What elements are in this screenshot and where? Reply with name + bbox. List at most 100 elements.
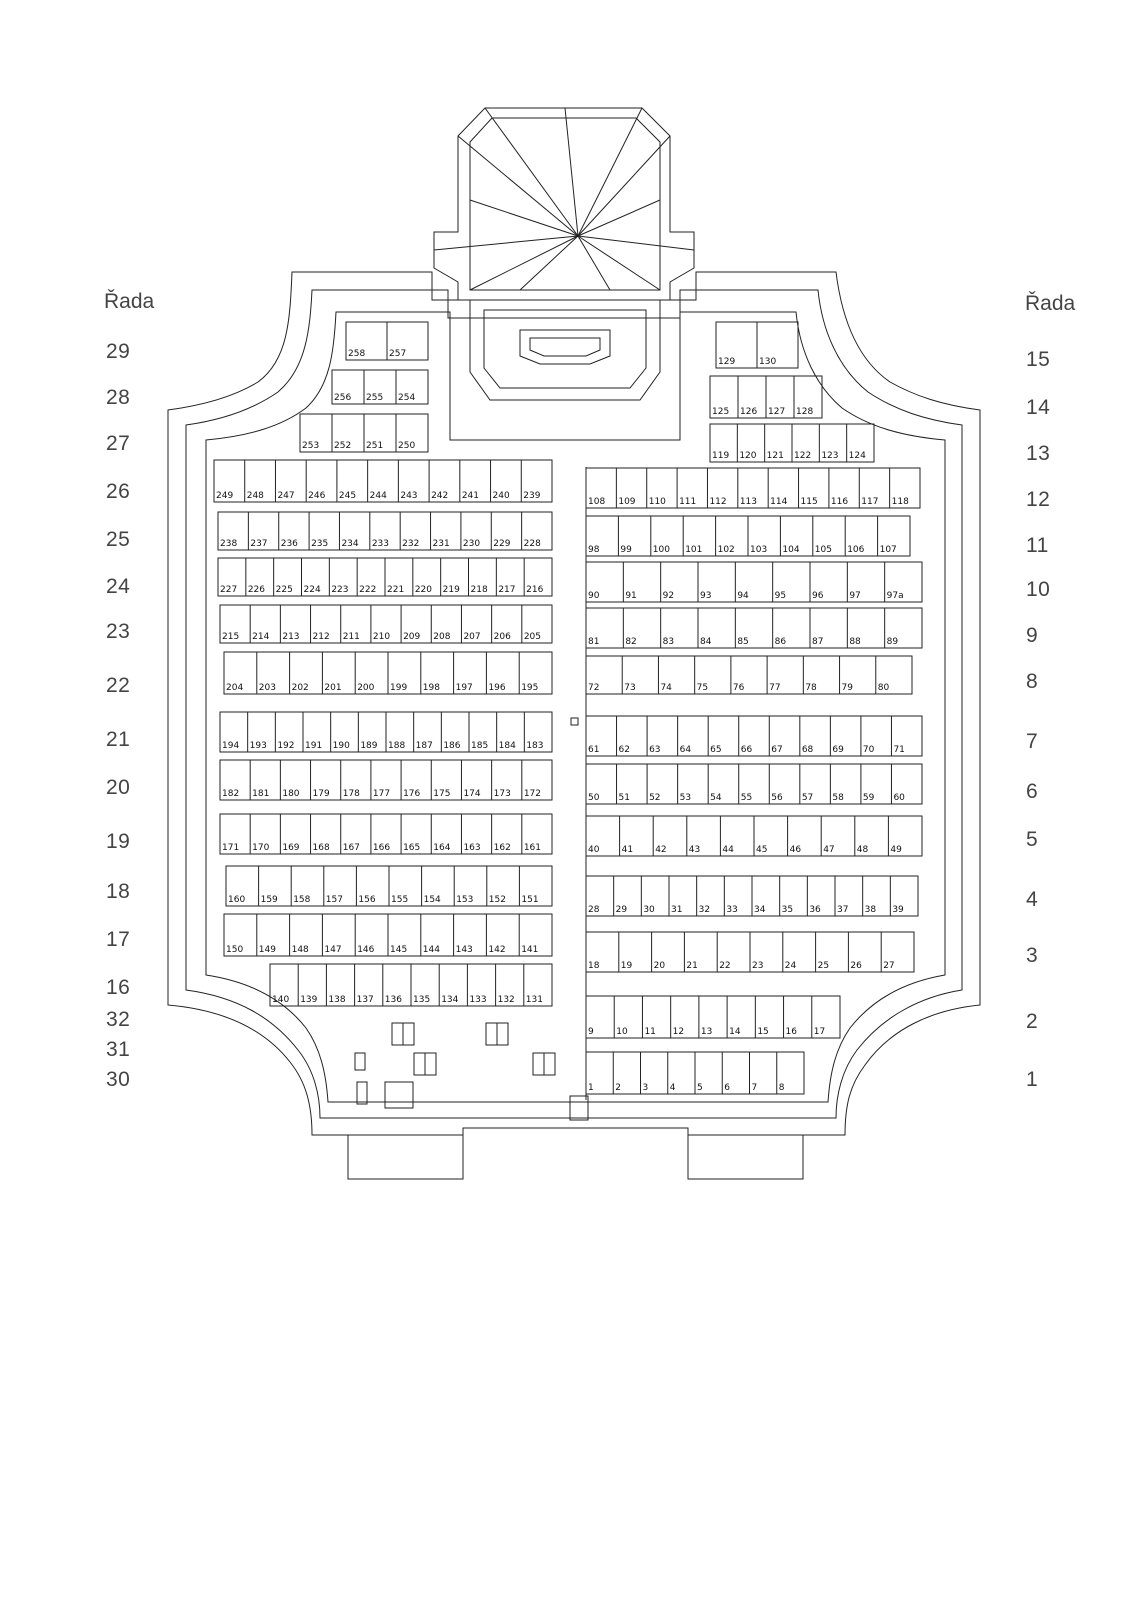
plot-number[interactable]: 257 <box>389 349 406 359</box>
plot-number[interactable]: 177 <box>373 789 390 799</box>
plot-number[interactable]: 258 <box>348 349 365 359</box>
plot-number[interactable]: 217 <box>498 585 515 595</box>
plot-number[interactable]: 53 <box>680 793 691 803</box>
plot-number[interactable]: 159 <box>261 895 278 905</box>
plot-number[interactable]: 16 <box>786 1027 798 1037</box>
plot-number[interactable]: 151 <box>521 895 538 905</box>
plot-number[interactable]: 10 <box>616 1027 628 1037</box>
plot-number[interactable]: 161 <box>524 843 541 853</box>
plot-number[interactable]: 194 <box>222 741 239 751</box>
plot-number[interactable]: 168 <box>313 843 330 853</box>
plot-number[interactable]: 169 <box>282 843 299 853</box>
plot-number[interactable]: 240 <box>493 491 510 501</box>
plot-number[interactable]: 253 <box>302 441 319 451</box>
plot-number[interactable]: 81 <box>588 637 599 647</box>
plot-number[interactable]: 86 <box>775 637 787 647</box>
plot-number[interactable]: 30 <box>643 905 655 915</box>
plot-number[interactable]: 96 <box>812 591 824 601</box>
plot-number[interactable]: 57 <box>802 793 813 803</box>
plot-number[interactable]: 87 <box>812 637 823 647</box>
plot-number[interactable]: 56 <box>771 793 783 803</box>
plot-number[interactable]: 152 <box>489 895 506 905</box>
plot-number[interactable]: 225 <box>276 585 293 595</box>
plot-number[interactable]: 228 <box>524 539 541 549</box>
plot-number[interactable]: 180 <box>282 789 299 799</box>
plot-number[interactable]: 134 <box>441 995 458 1005</box>
plot-number[interactable]: 38 <box>865 905 877 915</box>
plot-number[interactable]: 204 <box>226 683 243 693</box>
plot-number[interactable]: 220 <box>415 585 432 595</box>
plot-number[interactable]: 242 <box>431 491 448 501</box>
plot-number[interactable]: 222 <box>359 585 376 595</box>
plot-number[interactable]: 108 <box>588 497 605 507</box>
plot-number[interactable]: 43 <box>689 845 700 855</box>
plot-number[interactable]: 92 <box>663 591 674 601</box>
plot-number[interactable]: 118 <box>892 497 909 507</box>
plot-number[interactable]: 109 <box>618 497 635 507</box>
plot-number[interactable]: 97a <box>887 591 904 601</box>
plot-number[interactable]: 212 <box>313 632 330 642</box>
plot-number[interactable]: 209 <box>403 632 420 642</box>
plot-number[interactable]: 121 <box>767 451 784 461</box>
plot-number[interactable]: 63 <box>649 745 660 755</box>
plot-number[interactable]: 70 <box>863 745 875 755</box>
plot-number[interactable]: 233 <box>372 539 389 549</box>
plot-number[interactable]: 249 <box>216 491 233 501</box>
plot-number[interactable]: 14 <box>729 1027 741 1037</box>
plot-number[interactable]: 140 <box>272 995 289 1005</box>
plot-number[interactable]: 2 <box>615 1083 621 1093</box>
plot-number[interactable]: 252 <box>334 441 351 451</box>
plot-number[interactable]: 125 <box>712 407 729 417</box>
plot-number[interactable]: 28 <box>588 905 600 915</box>
plot-number[interactable]: 219 <box>443 585 460 595</box>
plot-number[interactable]: 185 <box>471 741 488 751</box>
plot-number[interactable]: 31 <box>671 905 682 915</box>
plot-number[interactable]: 107 <box>880 545 897 555</box>
plot-number[interactable]: 202 <box>292 683 309 693</box>
plot-number[interactable]: 147 <box>324 945 341 955</box>
plot-number[interactable]: 137 <box>357 995 374 1005</box>
plot-number[interactable]: 29 <box>616 905 628 915</box>
plot-number[interactable]: 203 <box>259 683 276 693</box>
plot-number[interactable]: 106 <box>847 545 864 555</box>
plot-number[interactable]: 166 <box>373 843 390 853</box>
plot-number[interactable]: 167 <box>343 843 360 853</box>
plot-number[interactable]: 39 <box>892 905 904 915</box>
plot-number[interactable]: 24 <box>785 961 797 971</box>
plot-number[interactable]: 128 <box>796 407 813 417</box>
plot-number[interactable]: 48 <box>857 845 869 855</box>
plot-number[interactable]: 213 <box>282 632 299 642</box>
plot-number[interactable]: 221 <box>387 585 404 595</box>
plot-number[interactable]: 44 <box>722 845 734 855</box>
plot-number[interactable]: 254 <box>398 393 415 403</box>
plot-number[interactable]: 4 <box>670 1083 676 1093</box>
plot-number[interactable]: 162 <box>494 843 511 853</box>
plot-number[interactable]: 37 <box>837 905 848 915</box>
plot-number[interactable]: 223 <box>331 585 348 595</box>
plot-number[interactable]: 256 <box>334 393 351 403</box>
plot-number[interactable]: 41 <box>622 845 633 855</box>
plot-number[interactable]: 250 <box>398 441 415 451</box>
plot-number[interactable]: 84 <box>700 637 712 647</box>
plot-number[interactable]: 135 <box>413 995 430 1005</box>
plot-number[interactable]: 251 <box>366 441 383 451</box>
plot-number[interactable]: 21 <box>686 961 697 971</box>
plot-number[interactable]: 34 <box>754 905 766 915</box>
plot-number[interactable]: 89 <box>887 637 899 647</box>
plot-number[interactable]: 97 <box>849 591 860 601</box>
plot-number[interactable]: 172 <box>524 789 541 799</box>
plot-number[interactable]: 235 <box>311 539 328 549</box>
plot-number[interactable]: 68 <box>802 745 814 755</box>
plot-number[interactable]: 62 <box>619 745 630 755</box>
plot-number[interactable]: 27 <box>883 961 894 971</box>
plot-number[interactable]: 46 <box>790 845 802 855</box>
plot-number[interactable]: 231 <box>433 539 450 549</box>
plot-number[interactable]: 210 <box>373 632 390 642</box>
plot-number[interactable]: 36 <box>809 905 821 915</box>
plot-number[interactable]: 13 <box>701 1027 712 1037</box>
plot-number[interactable]: 104 <box>782 545 799 555</box>
plot-number[interactable]: 241 <box>462 491 479 501</box>
plot-number[interactable]: 35 <box>782 905 793 915</box>
plot-number[interactable]: 196 <box>488 683 505 693</box>
plot-number[interactable]: 154 <box>424 895 441 905</box>
